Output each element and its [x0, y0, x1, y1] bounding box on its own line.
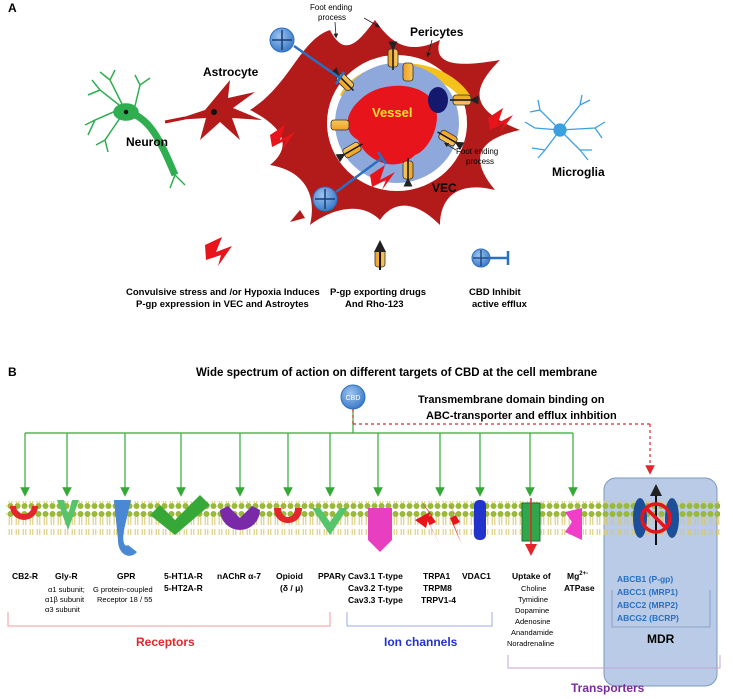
- cbd-label: CBD: [346, 395, 361, 402]
- uptake-transporter-icon: [521, 498, 541, 556]
- gpr-desc-1: G protein-coupled: [93, 585, 153, 594]
- vessel-label: Vessel: [372, 105, 413, 120]
- panel-a-label: A: [8, 1, 17, 15]
- ion-channels-label: Ion channels: [384, 635, 458, 649]
- gpr-receptor-icon: [114, 500, 137, 556]
- uptake-choline: Choline: [521, 584, 546, 593]
- lightning-icons-a: [270, 108, 513, 190]
- vec-label: VEC: [432, 181, 457, 195]
- trpv-label: TRPV1-4: [421, 595, 456, 605]
- cbd-inhibit-icon-a2: [312, 151, 388, 212]
- legend-cbd-line-2: active efflux: [472, 299, 528, 310]
- 5ht-receptor-icon: [150, 495, 210, 535]
- target-labels: CB2-R Gly-R α1 subunit; α1β subunit α3 s…: [12, 571, 679, 648]
- cell-membrane: [6, 501, 720, 535]
- nachr-receptor-icon: [220, 506, 260, 530]
- trpa1-label: TRPA1: [423, 571, 451, 581]
- cbd-inhibit-icon-a1: [269, 27, 346, 85]
- nachr-label: nAChR α-7: [217, 571, 261, 581]
- uptake-adenosine: Adenosine: [515, 617, 550, 626]
- gly-receptor-icon: [57, 500, 79, 530]
- pgp-transporters-a: [330, 41, 479, 187]
- cb2-receptor-icon: [10, 506, 38, 520]
- mdr-transporter-icon: [633, 484, 679, 545]
- abc-bracket: [611, 590, 711, 628]
- legend-stress-line-2: P-gp expression in VEC and Astroytes: [136, 299, 309, 310]
- cav31-label: Cav3.1 T-type: [348, 571, 403, 581]
- receptors-bracket: [7, 612, 331, 627]
- cb2-label: CB2-R: [12, 571, 38, 581]
- 5ht2a-label: 5-HT2A-R: [164, 583, 203, 593]
- legend-stress-line-1: Convulsive stress and /or Hypoxia Induce…: [126, 287, 320, 298]
- cav32-label: Cav3.2 T-type: [348, 583, 403, 593]
- vdac1-channel-icon: [474, 500, 486, 540]
- glyr-subunit-1: α1 subunit;: [48, 585, 85, 594]
- glyr-subunit-3: α3 subunit: [45, 605, 81, 614]
- mg-label: Mg2+-: [567, 571, 588, 581]
- mdr-label: MDR: [647, 632, 675, 646]
- legend-pgp-icon: [374, 240, 386, 270]
- transporters-label: Transporters: [571, 681, 645, 695]
- uptake-label: Uptake of: [512, 571, 551, 581]
- foot-ending-right-label-2: process: [466, 157, 494, 166]
- panel-b-label: B: [8, 365, 17, 379]
- cbd-target-arrows: [20, 409, 578, 497]
- vec-nucleus: [428, 87, 448, 113]
- cav-channel-icon: [368, 508, 392, 552]
- ppar-receptor-icon: [312, 508, 348, 535]
- microglia-illustration: [524, 94, 606, 161]
- receptors-label: Receptors: [136, 635, 195, 649]
- abcc1-label: ABCC1 (MRP1): [617, 587, 678, 597]
- atpase-label: ATPase: [564, 583, 595, 593]
- opioid-sub-label: (δ / μ): [280, 583, 303, 593]
- trpm8-label: TRPM8: [423, 583, 452, 593]
- uptake-anandamide: Anandamide: [511, 628, 553, 637]
- cbd-molecule: CBD: [340, 384, 366, 410]
- transporters-bracket: [507, 655, 721, 669]
- legend-cbd-line-1: CBD Inhibit: [469, 287, 522, 298]
- legend-stress-icon: [205, 237, 232, 266]
- abcg2-label: ABCG2 (BCRP): [617, 613, 679, 623]
- legend-cbd-inhibit-icon: [471, 248, 510, 268]
- microglia-label: Microglia: [552, 165, 605, 179]
- ppar-label: PPARγ: [318, 571, 346, 581]
- transmembrane-line-2: ABC-transporter and efflux inhbition: [426, 410, 617, 422]
- abcc2-label: ABCC2 (MRP2): [617, 600, 678, 610]
- opioid-label: Opioid: [276, 571, 303, 581]
- legend-pgp-line-1: P-gp exporting drugs: [330, 287, 426, 298]
- uptake-noradrenaline: Noradrenaline: [507, 639, 554, 648]
- 5ht1a-label: 5-HT1A-R: [164, 571, 203, 581]
- foot-ending-right-label-1: Foot ending: [456, 147, 498, 156]
- trp-channel-icon: [415, 500, 462, 545]
- neuron-illustration: [84, 69, 186, 189]
- gpr-desc-2: Receptor 18 / 55: [97, 595, 152, 604]
- cbd-mdr-dashed-arrow: [352, 409, 655, 475]
- gpr-label: GPR: [117, 571, 135, 581]
- opioid-receptor-icon: [274, 508, 302, 523]
- uptake-dopamine: Dopamine: [515, 606, 549, 615]
- astrocyte-label: Astrocyte: [203, 65, 259, 79]
- legend-pgp-line-2: And Rho-123: [345, 299, 404, 310]
- astrocyte-illustration: [164, 80, 262, 140]
- glyr-label: Gly-R: [55, 571, 78, 581]
- glyr-subunit-2: α1β subunit: [45, 595, 85, 604]
- neuron-label: Neuron: [126, 135, 168, 149]
- cav33-label: Cav3.3 T-type: [348, 595, 403, 605]
- pericytes-label: Pericytes: [410, 25, 464, 39]
- uptake-tymidine: Tymidine: [518, 595, 548, 604]
- ion-channels-bracket: [346, 612, 493, 627]
- vessel-lumen: [347, 85, 437, 165]
- vdac1-label: VDAC1: [462, 571, 491, 581]
- mg-atpase-icon: [565, 508, 582, 540]
- foot-ending-top-label-1: Foot ending: [310, 3, 352, 12]
- foot-ending-top-label-2: process: [318, 13, 346, 22]
- abcb1-label: ABCB1 (P-gp): [617, 574, 673, 584]
- transmembrane-line-1: Transmembrane domain binding on: [418, 394, 605, 406]
- panel-b-title: Wide spectrum of action on different tar…: [196, 367, 597, 379]
